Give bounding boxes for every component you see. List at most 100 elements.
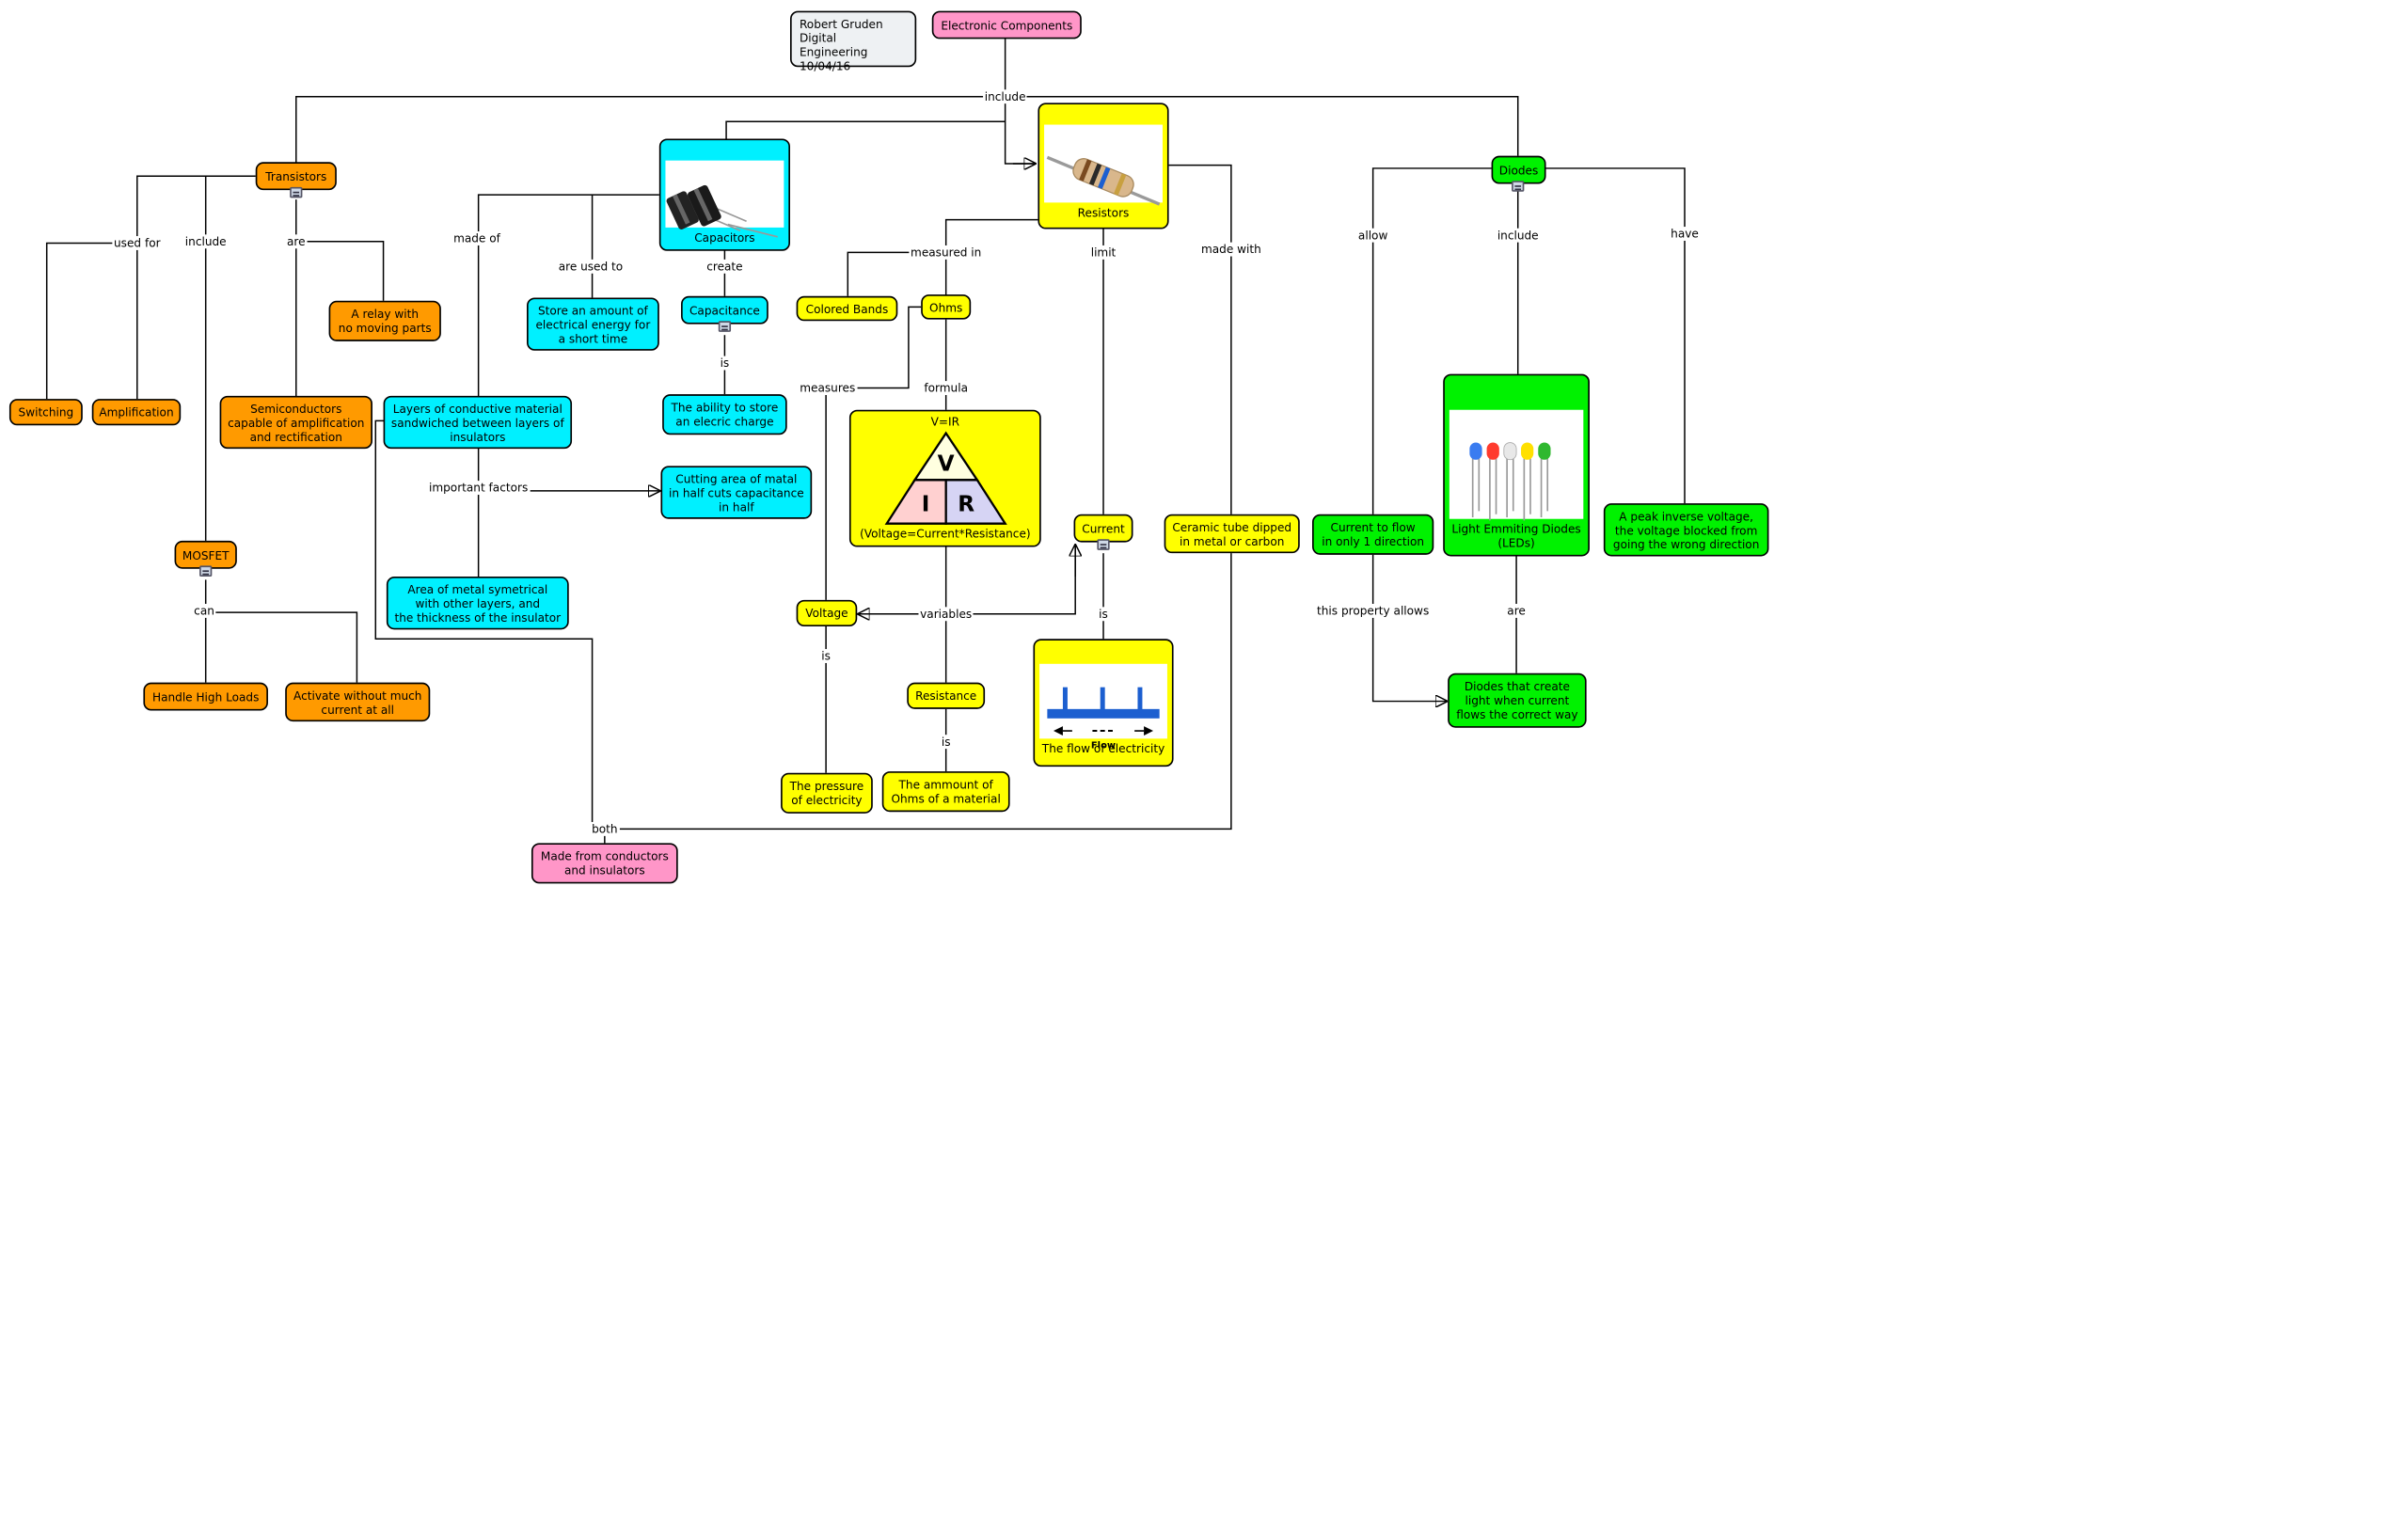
- link-transistors-used-for: [45, 175, 256, 400]
- link-mosfet-can: [204, 579, 358, 683]
- node-handle-high-loads[interactable]: Handle High Loads: [143, 682, 268, 711]
- node-label: The pressure of electricity: [789, 779, 864, 808]
- node-label: Semiconductors capable of amplification …: [228, 401, 365, 444]
- expand-icon-transistors[interactable]: [290, 186, 303, 198]
- link-label-formula: formula: [922, 381, 970, 395]
- node-capacitors[interactable]: Capacitors: [658, 138, 790, 251]
- node-resistance[interactable]: Resistance: [907, 682, 986, 709]
- node-label: Ceramic tube dipped in metal or carbon: [1172, 519, 1292, 548]
- link-label-variables: variables: [918, 607, 974, 622]
- triangle-letter-r: R: [957, 491, 974, 516]
- link-label-have: have: [1669, 227, 1701, 241]
- node-label: Amplification: [99, 404, 174, 419]
- node-label: MOSFET: [182, 547, 230, 562]
- node-amplification[interactable]: Amplification: [91, 399, 182, 426]
- node-resistors[interactable]: Resistors: [1038, 103, 1169, 229]
- node-label: Resistance: [915, 688, 977, 704]
- node-activate-without-current[interactable]: Activate without much current at all: [285, 682, 431, 722]
- node-label: Activate without much current at all: [293, 688, 422, 717]
- leds-icon: [1469, 442, 1551, 521]
- node-layers[interactable]: Layers of conductive material sandwiched…: [383, 395, 573, 450]
- node-capacitance[interactable]: Capacitance: [681, 295, 768, 324]
- node-cutting-area[interactable]: Cutting area of matal in half cuts capac…: [660, 466, 813, 519]
- node-label: Current to flow in only 1 direction: [1322, 520, 1425, 549]
- electron-flow-icon: Flow: [1047, 687, 1160, 751]
- link-transistors-are: [295, 199, 385, 398]
- node-leds[interactable]: Light Emmiting Diodes (LEDs): [1443, 373, 1590, 557]
- node-relay[interactable]: A relay with no moving parts: [328, 300, 441, 341]
- node-current-one-direction[interactable]: Current to flow in only 1 direction: [1312, 514, 1434, 555]
- link-label-include-transistors: include: [183, 234, 229, 249]
- node-label: Diodes: [1498, 163, 1539, 178]
- link-label-is-voltage: is: [819, 649, 832, 663]
- capacitor-icon: [666, 184, 778, 238]
- flow-image: Flow: [1039, 663, 1167, 751]
- link-capacitors-made-of: [477, 194, 659, 578]
- link-label-include-diodes: include: [1496, 228, 1541, 243]
- link-label-made-of: made of: [452, 231, 502, 245]
- link-label-are-leds: are: [1505, 604, 1528, 618]
- node-label: A relay with no moving parts: [338, 307, 432, 336]
- triangle-letter-v: V: [937, 451, 954, 476]
- node-switching[interactable]: Switching: [8, 399, 83, 426]
- link-label-this-property-allows: this property allows: [1315, 604, 1431, 618]
- expand-icon-diodes[interactable]: [1512, 181, 1525, 192]
- author-name: Robert Gruden: [799, 17, 883, 32]
- node-ceramic-tube[interactable]: Ceramic tube dipped in metal or carbon: [1164, 514, 1300, 554]
- node-ohms[interactable]: Ohms: [921, 294, 972, 320]
- node-flow-of-electricity[interactable]: Flow The flow of electricity: [1033, 639, 1174, 767]
- author-course: Digital Engineering: [799, 31, 868, 59]
- node-label: Made from conductors and insulators: [540, 848, 669, 878]
- link-label-measured-in: measured in: [909, 245, 983, 260]
- link-ohms-measures: [825, 306, 922, 600]
- link-label-made-with: made with: [1199, 242, 1263, 257]
- resistor-icon: [1046, 155, 1161, 206]
- node-voltage[interactable]: Voltage: [796, 599, 858, 627]
- node-label: Colored Bands: [805, 301, 889, 316]
- node-label: Electronic Components: [941, 18, 1073, 32]
- link-label-are-used-to: are used to: [557, 259, 625, 274]
- link-label-used-for: used for: [112, 236, 163, 250]
- node-pressure[interactable]: The pressure of electricity: [781, 772, 873, 814]
- node-vir-formula[interactable]: V=IR V I R (Voltage=Current*Resistance): [848, 409, 1041, 547]
- node-label: The ammount of Ohms of a material: [891, 777, 1001, 806]
- node-label: Layers of conductive material sandwiched…: [390, 401, 564, 444]
- vir-triangle-icon: V I R: [883, 431, 1006, 525]
- node-current[interactable]: Current: [1073, 514, 1133, 543]
- node-ammount-ohms[interactable]: The ammount of Ohms of a material: [881, 771, 1010, 813]
- link-label-allow: allow: [1356, 228, 1390, 243]
- link-label-is-resistance: is: [940, 735, 953, 750]
- node-label: Cutting area of matal in half cuts capac…: [669, 471, 804, 514]
- node-store-energy[interactable]: Store an amount of electrical energy for…: [526, 297, 659, 351]
- node-label: Resistors: [1077, 205, 1130, 220]
- node-colored-bands[interactable]: Colored Bands: [796, 295, 898, 322]
- expand-icon-current[interactable]: [1097, 539, 1110, 550]
- node-label: Voltage: [805, 606, 848, 621]
- node-ability-store-charge[interactable]: The ability to store an elecric charge: [662, 394, 787, 435]
- node-area-of-metal[interactable]: Area of metal symetrical with other laye…: [386, 577, 569, 630]
- link-label-can: can: [192, 604, 216, 618]
- node-label: Capacitors: [694, 230, 754, 245]
- node-peak-inverse[interactable]: A peak inverse voltage, the voltage bloc…: [1603, 503, 1769, 557]
- formula-caption: (Voltage=Current*Resistance): [860, 526, 1031, 541]
- node-mosfet[interactable]: MOSFET: [174, 540, 237, 569]
- node-made-from[interactable]: Made from conductors and insulators: [531, 843, 678, 884]
- link-diodes-allow: [1371, 167, 1492, 514]
- node-transistors[interactable]: Transistors: [255, 162, 337, 191]
- node-label: Current: [1082, 521, 1125, 536]
- node-semiconductors[interactable]: Semiconductors capable of amplification …: [219, 395, 372, 450]
- node-label: Diodes that create light when current fl…: [1456, 679, 1578, 722]
- link-label-important-factors: important factors: [427, 481, 530, 496]
- link-label-create: create: [705, 259, 745, 274]
- expand-icon-capacitance[interactable]: [718, 321, 732, 332]
- node-electronic-components[interactable]: Electronic Components: [931, 10, 1082, 40]
- link-include-top: [295, 37, 1519, 165]
- link-label-are: are: [285, 234, 308, 249]
- expand-icon-mosfet[interactable]: [199, 565, 213, 578]
- node-diodes[interactable]: Diodes: [1491, 155, 1546, 184]
- node-diodes-light[interactable]: Diodes that create light when current fl…: [1448, 672, 1587, 728]
- author-date: 10/04/16: [799, 58, 851, 73]
- node-label: Capacitance: [689, 303, 760, 318]
